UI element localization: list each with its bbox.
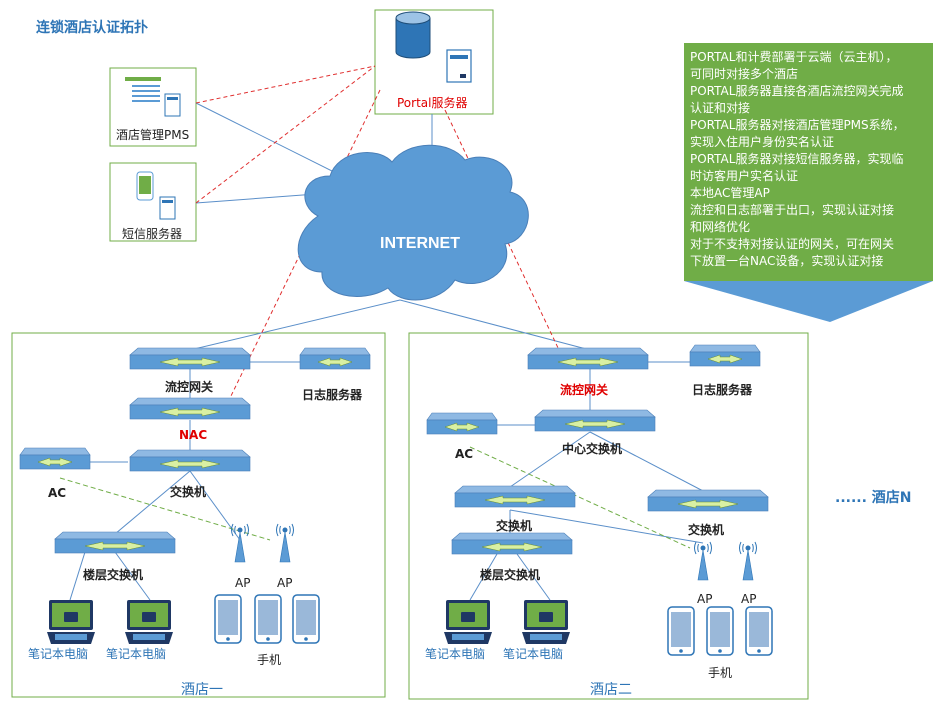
- hotel2-frame: [408, 332, 809, 700]
- hotel1-phone3-icon: [292, 594, 320, 644]
- hotel2-phone-label: 手机: [708, 666, 733, 680]
- hotel2-laptop1-icon: [444, 600, 492, 644]
- hotel1-ap1-label: AP: [235, 576, 251, 590]
- hotel2-ap2-label: AP: [741, 592, 757, 606]
- diagram-title: 连锁酒店认证拓扑: [36, 20, 148, 36]
- hotel2-name: 酒店二: [590, 682, 632, 698]
- hotel2-laptop1-label: 笔记本电脑: [425, 647, 486, 661]
- ac-management-links: [59, 446, 691, 549]
- hotel2-gateway-icon: [527, 347, 649, 370]
- hotel2-gateway-label: 流控网关: [560, 383, 609, 397]
- note-line: 对于不支持对接认证的网关，可在网关: [690, 237, 895, 251]
- pms-icon: [125, 77, 181, 117]
- hotel2-laptop2-label: 笔记本电脑: [503, 647, 564, 661]
- hotel2-ap1-icon: [694, 541, 712, 581]
- hotel1-ap2-icon: [276, 523, 294, 563]
- hotel2-phone2-icon: [706, 606, 734, 656]
- hotel1-laptop1-icon: [47, 600, 95, 644]
- server-icon: [446, 49, 472, 83]
- hotel2-floor-switch-icon: [451, 532, 573, 555]
- hotel1-ac-label: AC: [48, 486, 67, 500]
- callout-pointer: [684, 281, 933, 322]
- hotel1-log-server-label: 日志服务器: [302, 388, 363, 402]
- hotel1-floor-switch-icon: [54, 531, 176, 554]
- hotel2-ap1-label: AP: [697, 592, 713, 606]
- hotel2-laptop2-icon: [522, 600, 570, 644]
- hotel2-log-server-icon: [689, 344, 761, 367]
- note-line: 本地AC管理AP: [690, 186, 770, 200]
- note-line: 实现入住用户身份实名认证: [690, 135, 835, 149]
- hotel2-ap2-icon: [739, 541, 757, 581]
- hotel2-ac-label: AC: [455, 447, 474, 461]
- note-line: 时访客用户实名认证: [690, 169, 799, 183]
- hotel1-ap1-icon: [231, 523, 249, 563]
- hotel1-log-server-icon: [299, 347, 371, 370]
- pms-label: 酒店管理PMS: [116, 128, 190, 142]
- hotel1-laptop1-label: 笔记本电脑: [28, 647, 89, 661]
- hotel2-switch2-label: 交换机: [688, 523, 725, 537]
- hotel1-frame: [11, 332, 386, 698]
- note-line: PORTAL服务器直接各酒店流控网关完成: [690, 84, 904, 98]
- hotel2-log-server-label: 日志服务器: [692, 383, 753, 397]
- note-line: 流控和日志部署于出口，实现认证对接: [690, 203, 895, 217]
- hotel1-ac-icon: [19, 447, 91, 470]
- portal-frame: [374, 9, 494, 115]
- internet-cloud: [297, 144, 529, 301]
- hotel1-phone1-icon: [214, 594, 242, 644]
- database-icon: [395, 11, 431, 59]
- hotel2-core-switch-icon: [534, 409, 656, 432]
- pms-frame: [109, 67, 197, 147]
- hotel1-switch-icon: [129, 449, 251, 472]
- internet-label: INTERNET: [380, 235, 460, 252]
- note-line: PORTAL服务器对接短信服务器，实现临: [690, 152, 904, 166]
- hotel1-floor-switch-label: 楼层交换机: [83, 568, 144, 582]
- note-line: PORTAL和计费部署于云端（云主机），: [690, 50, 898, 64]
- hotel1-gateway-label: 流控网关: [165, 380, 214, 394]
- hotel1-switch-label: 交换机: [170, 485, 207, 499]
- hotel2-phone3-icon: [745, 606, 773, 656]
- hotel2-phone1-icon: [667, 606, 695, 656]
- note-line: PORTAL服务器对接酒店管理PMS系统，: [690, 118, 905, 132]
- note-line: 下放置一台NAC设备，实现认证对接: [690, 254, 884, 268]
- hotel1-laptop2-label: 笔记本电脑: [106, 647, 167, 661]
- hotel1-gateway-icon: [129, 347, 251, 370]
- sms-frame: [109, 162, 197, 242]
- hotel1-phone2-icon: [254, 594, 282, 644]
- hotel2-core-switch-label: 中心交换机: [562, 442, 623, 456]
- hotel1-nac-label: NAC: [179, 428, 208, 442]
- hotel-n-label: ...... 酒店N: [835, 490, 912, 506]
- hotel2-switch1-icon: [454, 485, 576, 508]
- hotel1-name: 酒店一: [181, 682, 223, 698]
- note-line: 和网络优化: [690, 220, 751, 234]
- notes-callout: PORTAL和计费部署于云端（云主机）， 可同时对接多个酒店 PORTAL服务器…: [684, 43, 933, 281]
- hotel2-switch1-label: 交换机: [496, 519, 533, 533]
- sms-icon: [136, 171, 176, 220]
- hotel1-laptop2-icon: [125, 600, 173, 644]
- hotel2-floor-switch-label: 楼层交换机: [480, 568, 541, 582]
- sms-label: 短信服务器: [122, 227, 183, 241]
- note-line: 可同时对接多个酒店: [690, 67, 799, 81]
- hotel1-nac-icon: [129, 397, 251, 420]
- hotel2-ac-icon: [426, 412, 498, 435]
- note-line: 认证和对接: [690, 101, 751, 115]
- hotel2-switch2-icon: [647, 489, 769, 512]
- hotel1-phone-label: 手机: [257, 653, 282, 667]
- hotel1-ap2-label: AP: [277, 576, 293, 590]
- portal-server-label: Portal服务器: [397, 96, 468, 110]
